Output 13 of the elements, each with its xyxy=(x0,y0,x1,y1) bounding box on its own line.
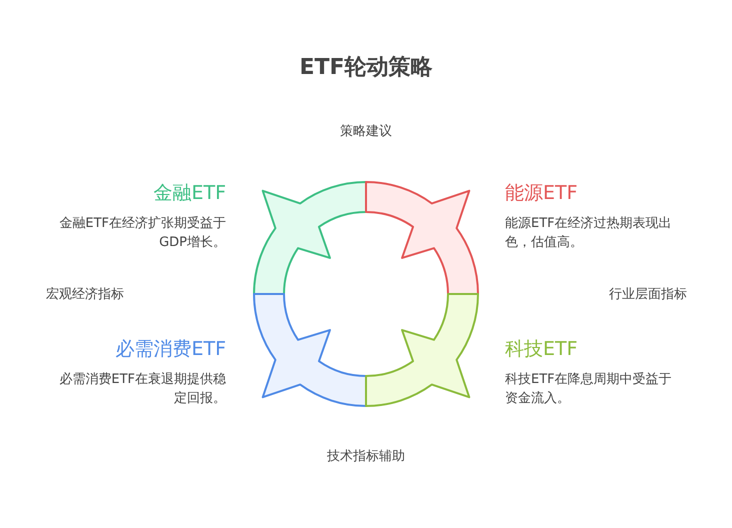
indicator-label: 策略建议 xyxy=(340,123,392,140)
description: 必需消费ETF在衰退期提供稳定回报。 xyxy=(58,371,226,408)
heading: 科技ETF xyxy=(505,337,578,362)
heading: 必需消费ETF xyxy=(115,337,226,362)
description: 科技ETF在降息周期中受益于资金流入。 xyxy=(505,371,673,408)
description: 能源ETF在经济过热期表现出色，估值高。 xyxy=(505,215,673,252)
indicator-label: 行业层面指标 xyxy=(609,286,687,303)
indicator-label: 宏观经济指标 xyxy=(46,286,124,303)
description: 金融ETF在经济扩张期受益于GDP增长。 xyxy=(58,215,226,252)
title: ETF轮动策略 xyxy=(298,54,434,82)
heading: 能源ETF xyxy=(505,181,578,206)
indicator-label: 技术指标辅助 xyxy=(327,448,405,465)
heading: 金融ETF xyxy=(153,181,226,206)
